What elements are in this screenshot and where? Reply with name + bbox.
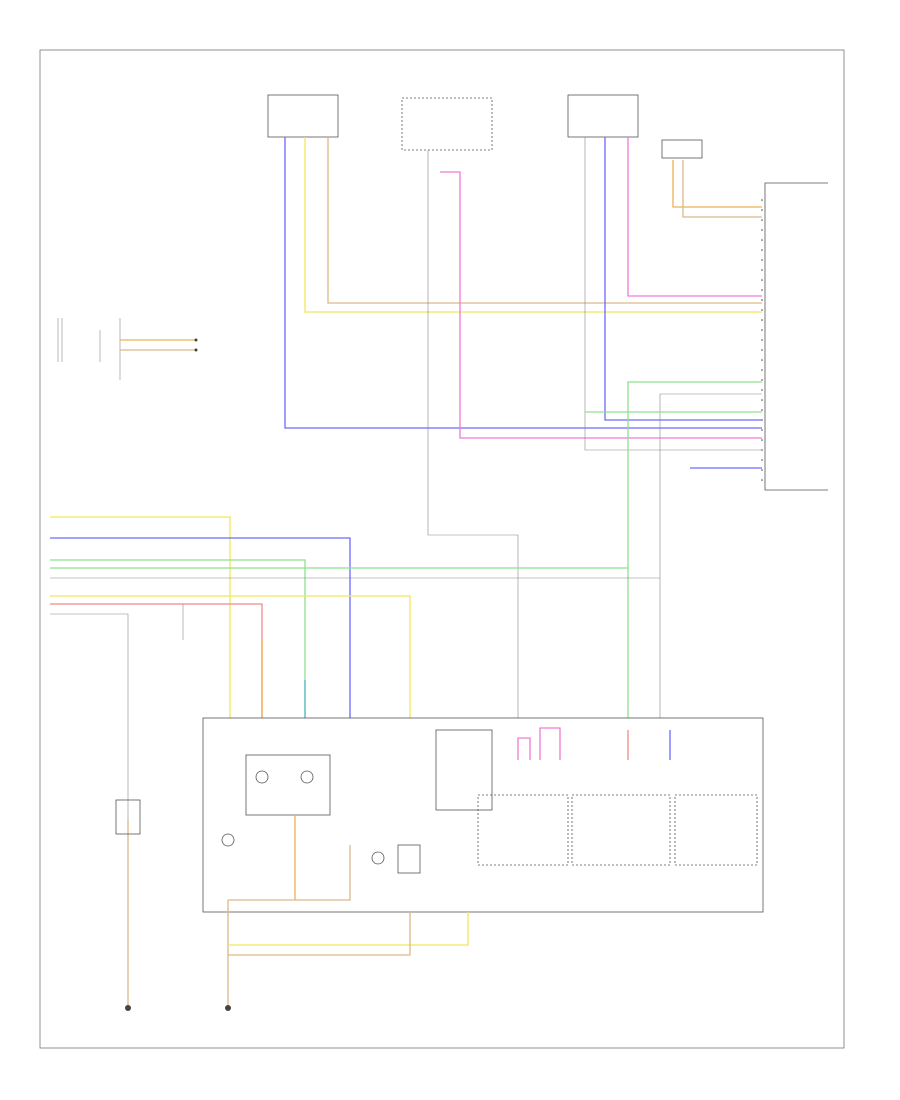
wire-green-right (627, 381, 762, 718)
internal-lamp-b (300, 770, 314, 784)
wire-gray-right (584, 137, 762, 451)
connector-grid-b (571, 794, 671, 866)
left-ground-switch-box (115, 799, 141, 835)
internal-ic-box (435, 729, 493, 811)
wire-tan-left (327, 137, 762, 304)
internal-lamp-a (255, 770, 269, 784)
ground-return-c (228, 845, 351, 901)
top-center-switch-box (401, 97, 493, 151)
left-ground-point (125, 1005, 131, 1011)
internal-relay-box (397, 844, 421, 874)
internal-lamp-c (221, 833, 235, 847)
top-left-module-box (267, 94, 339, 138)
control-unit-box (202, 717, 764, 913)
bus-gray-b (50, 613, 129, 820)
wire-gray-right-b (659, 393, 762, 718)
bus-green (50, 559, 306, 718)
internal-lamp-d (371, 851, 385, 865)
wire-yellow-left (304, 137, 762, 313)
wire-blue-left (284, 137, 762, 429)
bus-blue (50, 537, 351, 718)
internal-pink-b (539, 727, 561, 760)
top-right-sensor-box (661, 139, 703, 159)
left-module-connector (57, 318, 198, 380)
ground-return-a (228, 912, 469, 946)
ground-return-b (228, 912, 411, 956)
internal-pink-a (517, 737, 531, 760)
internal-switch-box (245, 754, 331, 816)
right-connector-block (764, 182, 828, 491)
diagram-frame (39, 49, 845, 1049)
wire-orange-a (672, 160, 762, 208)
wire-tan-b (682, 160, 762, 218)
wire-gray-center (427, 150, 519, 718)
connector-grid-a (477, 794, 569, 866)
right-ground-point (225, 1005, 231, 1011)
connector-grid-c (674, 794, 758, 866)
wire-blue-right (604, 137, 762, 421)
wire-pink-right (627, 137, 762, 297)
bus-yellow-b (50, 595, 411, 718)
bus-yellow (50, 516, 231, 718)
wire-pink-center (440, 171, 762, 439)
top-right-module-box (567, 94, 639, 138)
